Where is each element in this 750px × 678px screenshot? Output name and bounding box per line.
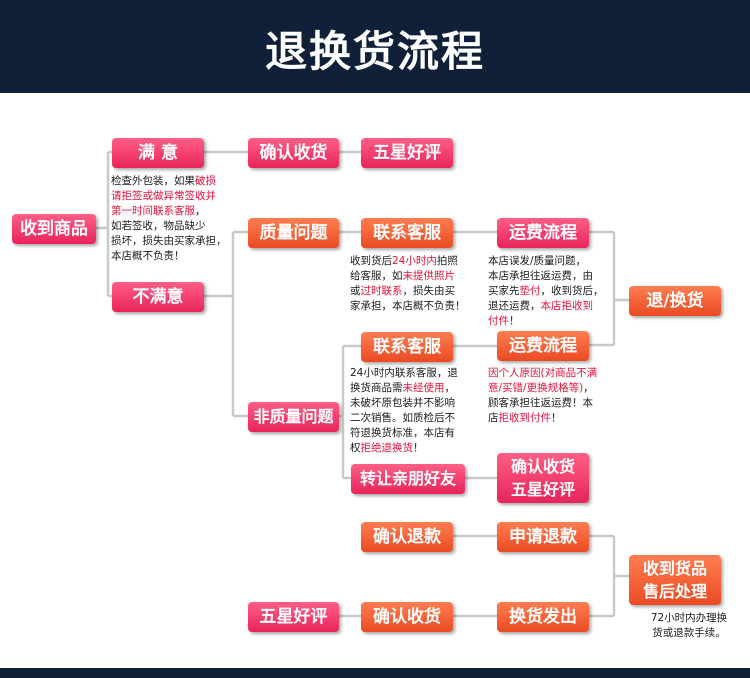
inspect-note: 检查外包装，如果破损请拒签或做异常签收并第一时间联系客服， 如若签收，物品缺少 …	[111, 174, 233, 264]
qs-note-4: 本店拒收到 付件	[488, 300, 593, 327]
inspect-note-2: 破损	[195, 175, 216, 187]
nonquality-contact-note: 24小时内联系客服，退 换货商品需未经使用， 未破坏原包装并不影响 二次销售。如…	[350, 366, 478, 456]
qc-note-6: 过时联系	[360, 285, 403, 297]
unsatisfied-box: 不满意	[112, 282, 204, 312]
after-sale-line-1: 收到货品	[642, 559, 707, 578]
ns-note-4: ！	[551, 412, 562, 424]
qc-note-3: 拍照 给客服，如	[350, 255, 458, 282]
receive-goods-box: 收到商品	[12, 214, 96, 244]
confirm-refund-box: 确认退款	[361, 522, 453, 552]
after-sale-line-2: 售后处理	[642, 582, 707, 601]
qs-note-2: 垫付	[519, 285, 541, 297]
after-sale-box: 收到货品 售后处理	[629, 555, 721, 605]
nc-note-5: ！	[413, 442, 424, 454]
footer-bar	[0, 668, 750, 678]
inspect-note-4: 第一时间联系客服	[111, 205, 195, 217]
nc-note-3: ， 未破坏原包装并不影响 二次销售。如质检后不 符退换货标准，本店有 权	[350, 382, 455, 454]
ns-note-2: ， 顾客承担往返运费！本 店	[488, 382, 594, 424]
contact-service-box-1: 联系客服	[361, 218, 453, 248]
qc-note-4: 未提供照片	[402, 270, 456, 282]
qs-note-1: 本店误发/质量问题， 本店承担往返运费，由 买家先	[488, 255, 593, 297]
page-title: 退换货流程	[264, 27, 485, 76]
ns-note-1: 因个人原因(对商品不满 意/买错/更换规格等)	[488, 367, 598, 394]
shipping-flow-box-1: 运费流程	[497, 218, 589, 248]
qc-note-2: 24小时内	[392, 255, 437, 267]
quality-contact-note: 收到货后24小时内拍照 给客服，如未提供照片 或过时联系，损失由买 家承担，本店…	[350, 254, 478, 314]
return-exchange-box: 退/换货	[629, 286, 721, 316]
confirm-receipt-box-1: 确认收货	[248, 138, 339, 168]
confirm-five-star-line-1: 确认收货	[510, 457, 575, 476]
confirm-five-star-line-2: 五星好评	[510, 480, 575, 499]
after-sale-note: 72小时内办理换 货或退款手续。	[650, 612, 728, 639]
qs-note-5: ！	[509, 315, 520, 327]
contact-service-box-2: 联系客服	[361, 332, 453, 362]
transfer-friends-box: 转让亲朋好友	[351, 464, 465, 494]
satisfied-box: 满 意	[112, 138, 204, 168]
qs-note-3: ，收到货后， 退还运费，	[488, 285, 604, 312]
qc-note-1: 收到货后	[350, 255, 392, 267]
apply-refund-box: 申请退款	[497, 522, 589, 552]
inspect-note-5: ， 如若签收，物品缺少 损坏，损失由买家承担， 本店概不负责！	[111, 205, 227, 262]
qc-note-7: ，损失由买 家承担，本店概不负责！	[350, 285, 466, 312]
five-star-box-2: 五星好评	[248, 602, 339, 632]
nc-note-4: 拒绝退换货	[360, 442, 414, 454]
qc-note-5: 或	[350, 285, 361, 297]
non-quality-issue-box: 非质量问题	[248, 402, 339, 432]
five-star-box-1: 五星好评	[361, 138, 453, 168]
inspect-note-3: 请拒签或做异常签收并	[111, 190, 216, 202]
ns-note-3: 拒收到付件	[498, 412, 552, 424]
shipping-flow-box-2: 运费流程	[497, 331, 589, 361]
quality-shipping-note: 本店误发/质量问题， 本店承担往返运费，由 买家先垫付，收到货后， 退还运费，本…	[488, 254, 616, 329]
exchange-ship-box: 换货发出	[497, 602, 589, 632]
nc-note-2: 未经使用	[402, 382, 445, 394]
confirm-five-star-box: 确认收货 五星好评	[497, 453, 589, 503]
header-banner: 退换货流程	[0, 0, 750, 93]
nc-note-1: 24小时内联系客服，退 换货商品需	[350, 367, 458, 394]
quality-issue-box: 质量问题	[248, 218, 339, 248]
nonquality-shipping-note: 因个人原因(对商品不满 意/买错/更换规格等)， 顾客承担往返运费！本 店拒收到…	[488, 366, 616, 426]
inspect-note-1: 检查外包装，如果	[111, 175, 195, 187]
confirm-receipt-box-2: 确认收货	[361, 602, 453, 632]
